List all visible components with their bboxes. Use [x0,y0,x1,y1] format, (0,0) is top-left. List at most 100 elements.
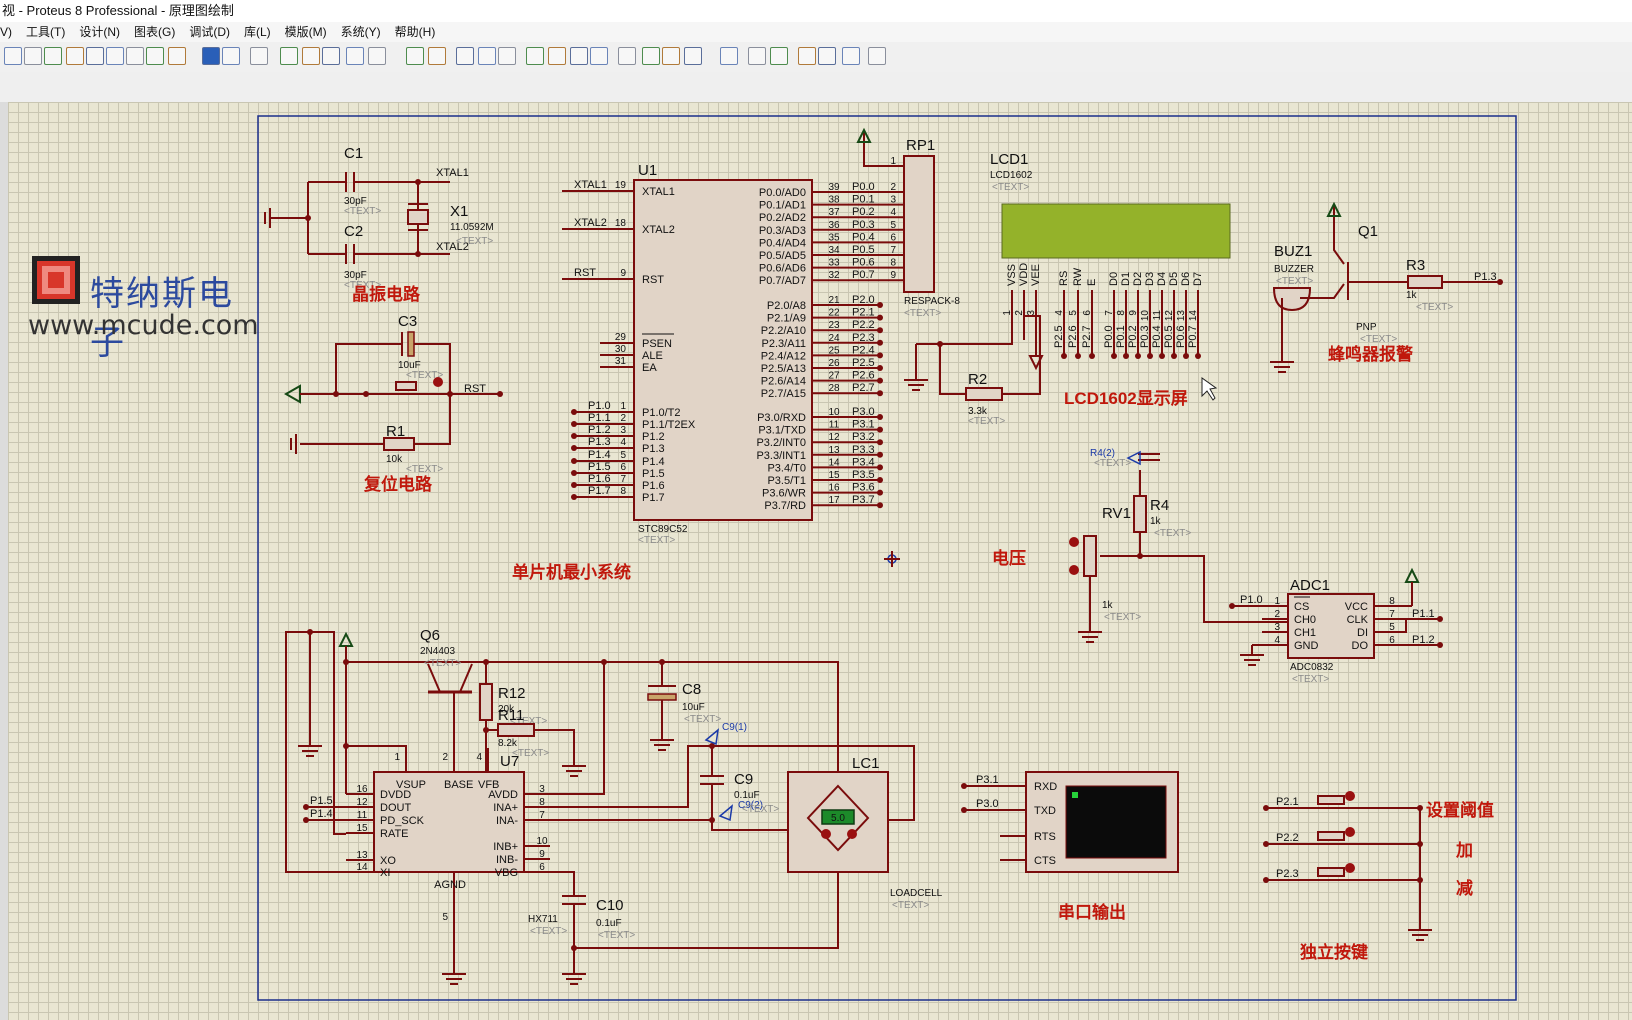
u1-pin-name: P2.6/A14 [761,376,806,388]
adc-pin-number: 5 [1389,622,1395,633]
toolbar-button-icon[interactable] [222,47,240,65]
menu-item-6[interactable]: 模版(M) [284,25,327,39]
net-label: P2.1 [852,307,875,319]
u1-pin-number: 15 [828,470,840,481]
toolbar-button-icon[interactable] [66,47,84,65]
toolbar-button-icon[interactable] [168,47,186,65]
net-label: P3.4 [852,456,875,468]
toolbar-button-icon[interactable] [818,47,836,65]
toolbar-button-icon[interactable] [868,47,886,65]
terminal-screen [1065,785,1167,859]
toolbar-button-icon[interactable] [368,47,386,65]
toolbar-button-icon[interactable] [842,47,860,65]
toolbar-button-icon[interactable] [428,47,446,65]
adc-pin-name: VCC [1345,601,1368,613]
toolbar-button-icon[interactable] [662,47,680,65]
r11-ref: R11 [498,707,524,724]
net-label: P3.0 [976,798,999,810]
lcd-pin-name: E [1086,279,1098,286]
menu-item-8[interactable]: 帮助(H) [394,25,436,39]
toolbar-button-icon[interactable] [642,47,660,65]
toolbar-button-icon[interactable] [406,47,424,65]
hx711-pin-number: 7 [539,810,545,821]
menu-item-2[interactable]: 设计(N) [79,25,120,39]
menu-item-1[interactable]: 工具(T) [26,25,66,39]
wire [863,130,904,167]
toolbar-button-icon[interactable] [126,47,144,65]
toolbar-button-icon[interactable] [322,47,340,65]
pin-probe-dot [1069,537,1079,547]
junction-dot [1229,603,1235,609]
hx711-pin-name: INA+ [493,802,518,814]
u1-pin-name: P3.1/TXD [758,425,806,437]
rp1-pin-number: 9 [890,270,896,281]
toolbar-button-icon[interactable] [684,47,702,65]
menu-item-3[interactable]: 图表(G) [134,25,176,39]
toolbar-button-icon[interactable] [798,47,816,65]
toolbar-button-icon[interactable] [720,47,738,65]
lcd-pin-number: 10 [1140,310,1151,322]
menu-item-0[interactable]: V) [0,25,12,39]
toolbar-button-icon[interactable] [346,47,364,65]
toolbar-button-icon[interactable] [748,47,766,65]
lcd-pin-number: 3 [1026,310,1037,316]
key2-label: 加 [1455,841,1473,860]
toolbar-button-icon[interactable] [302,47,320,65]
q6-name: 2N4403 [420,646,455,657]
hx711-pin-name: PD_SCK [380,815,425,827]
junction-dot [303,804,309,810]
net-label: P3.6 [852,482,875,494]
toolbar-button-icon[interactable] [106,47,124,65]
toolbar-button-icon[interactable] [570,47,588,65]
u1-pin-name: P0.4/AD4 [759,237,806,249]
power-arrow-icon [1404,567,1420,583]
lcd-pin-number: 12 [1164,310,1175,322]
u1-pin-name: P1.3 [642,443,665,455]
junction-dot [333,391,339,397]
toolbar-button-icon[interactable] [548,47,566,65]
toolbar-button-icon[interactable] [498,47,516,65]
net-label: P1.4 [588,449,611,461]
hx711-pin-name: DOUT [380,802,411,814]
u1-pin-number: 32 [828,270,840,281]
menu-item-4[interactable]: 调试(D) [189,25,230,39]
hx711-pin-number: 15 [356,823,368,834]
adc-pin-name: GND [1294,640,1319,652]
toolbar-button-icon[interactable] [4,47,22,65]
toolbar-button-icon[interactable] [590,47,608,65]
toolbar-button-icon[interactable] [618,47,636,65]
menu-item-7[interactable]: 系统(Y) [340,25,381,39]
r1-ref: R1 [386,423,405,440]
power-arrow-icon [283,384,301,404]
toolbar-button-icon[interactable] [456,47,474,65]
junction-dot [307,629,313,635]
junction-dot [1183,353,1189,359]
net-label: P0.5 [1163,325,1175,348]
hx711-pin-name: INB- [496,854,518,866]
toolbar-button-icon[interactable] [24,47,42,65]
schematic-canvas[interactable]: C130pF<TEXT>C230pF<TEXT>XTAL1XTAL2X111.0… [8,102,1632,1020]
lcd-pin-number: 2 [1014,310,1025,316]
toolbar-button-icon[interactable] [280,47,298,65]
hx711-pin-number: 4 [476,752,482,763]
xtal1-net: XTAL1 [436,167,469,179]
adc-pin-name: CH0 [1294,614,1316,626]
u1-pin-number: 7 [620,474,626,485]
toolbar-button-icon[interactable] [44,47,62,65]
toolbar-button-icon[interactable] [146,47,164,65]
toolbar-button-icon[interactable] [202,47,220,65]
toolbar-button-icon[interactable] [770,47,788,65]
net-label: P0.1 [1115,325,1127,348]
toolbar-button-icon[interactable] [86,47,104,65]
toolbar-button-icon[interactable] [526,47,544,65]
toolbar-button-icon[interactable] [478,47,496,65]
toolbar-button-icon[interactable] [250,47,268,65]
u1-pin-name: P2.4/A12 [761,350,806,362]
lcd1-name: LCD1602 [990,170,1033,181]
reset-section-label: 复位电路 [363,474,433,494]
u1-pin-name: P3.6/WR [762,488,806,500]
menu-item-5[interactable]: 库(L) [244,25,271,39]
resistor-r4 [1133,495,1147,533]
net-label: P3.3 [852,444,875,456]
